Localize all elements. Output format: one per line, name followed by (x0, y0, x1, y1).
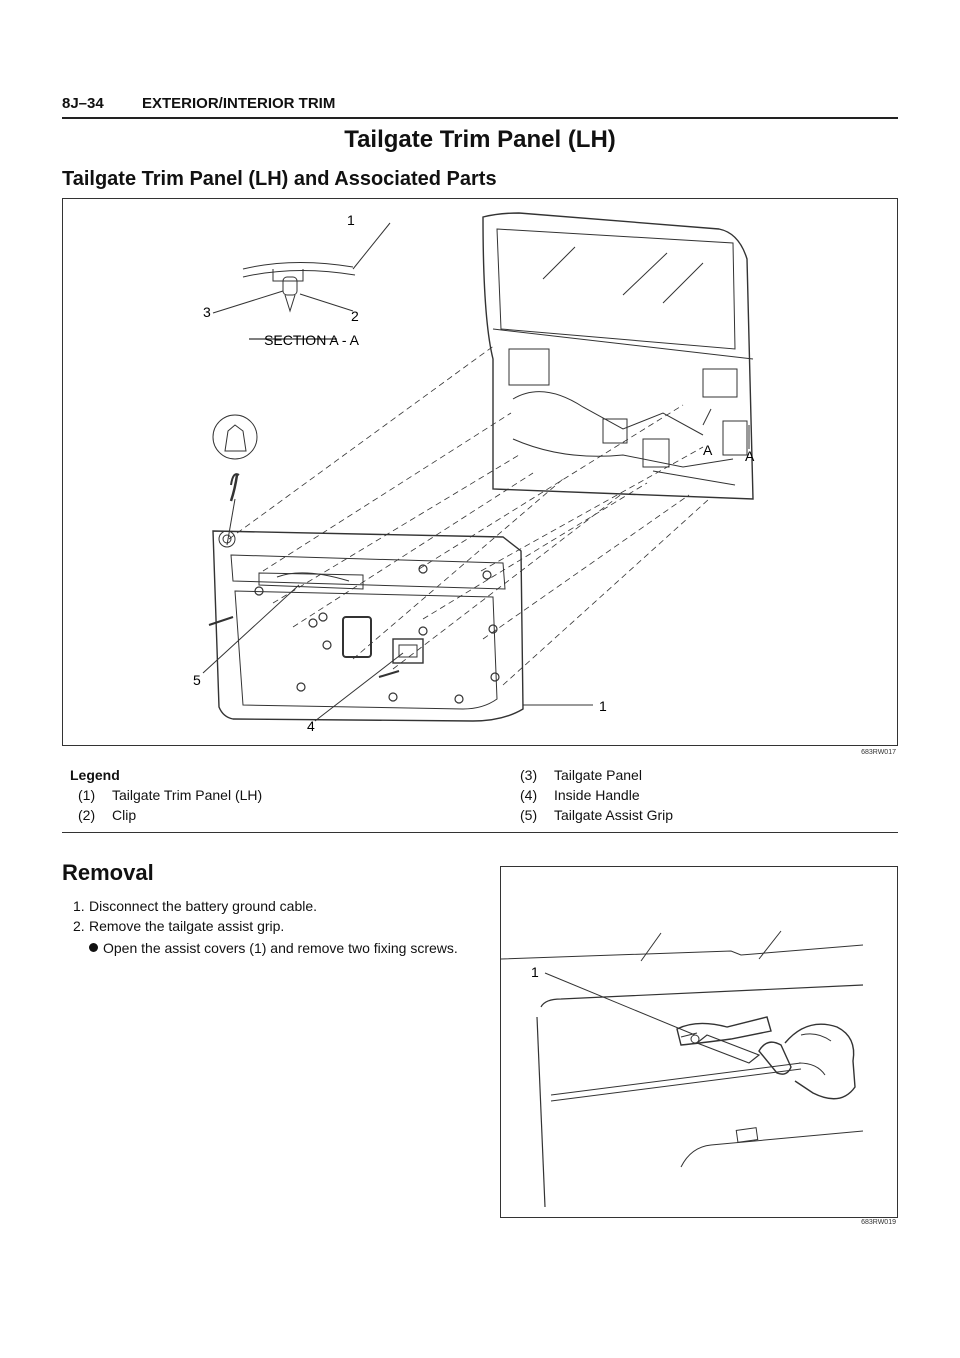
callout-4: 4 (307, 718, 315, 734)
section-title: EXTERIOR/INTERIOR TRIM (142, 95, 336, 112)
section-divider (62, 832, 898, 833)
assist-grip-drawing: 1 (500, 930, 864, 1208)
callout-3: 3 (203, 304, 211, 320)
callout-1-bottom: 1 (599, 698, 607, 714)
callout-2: 2 (351, 308, 359, 324)
section-marker-a-left: A (703, 442, 713, 458)
removal-heading: Removal (62, 860, 154, 885)
assist-grip-figure: 1 (500, 866, 898, 1218)
callout-1: 1 (531, 964, 539, 980)
callout-5: 5 (193, 672, 201, 688)
page-title: Tailgate Trim Panel (LH) (344, 126, 616, 153)
bullet-icon (89, 943, 98, 952)
exploded-view-figure: SECTION A - A 1 2 3 4 5 1 A A (62, 198, 898, 746)
figure-code: 683RW017 (861, 749, 896, 756)
callout-1-top: 1 (347, 212, 355, 228)
figure-subtitle: Tailgate Trim Panel (LH) and Associated … (62, 168, 497, 190)
figure-2-code: 683RW019 (861, 1219, 896, 1226)
section-number: 8J–34 (62, 95, 104, 112)
section-a-a-label: SECTION A - A (264, 332, 360, 348)
exploded-view-drawing: SECTION A - A 1 2 3 4 5 1 A A (193, 212, 755, 734)
section-marker-a-right: A (745, 448, 755, 464)
section-outline (242, 261, 354, 270)
legend-title: Legend (70, 767, 120, 783)
page-header: 8J–34 EXTERIOR/INTERIOR TRIM (62, 93, 898, 119)
